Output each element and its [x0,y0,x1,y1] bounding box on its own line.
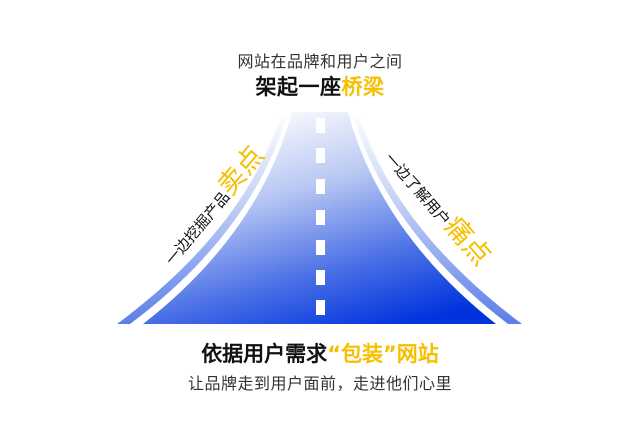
top-headline-plain: 架起一座 [255,75,342,99]
intro-text: 网站在品牌和用户之间 [237,52,403,71]
bottom-subtitle: 让品牌走到用户面前，走进他们心里 [187,374,452,393]
top-headline: 架起一座桥梁 [0,71,640,101]
bottom-headline-accent: “包装”网站 [327,342,439,366]
bottom-headline-plain: 依据用户需求 [201,342,328,366]
top-headline-accent: 桥梁 [341,75,385,99]
bottom-headline: 依据用户需求“包装”网站 [0,338,640,368]
lane-dashes [316,118,325,315]
